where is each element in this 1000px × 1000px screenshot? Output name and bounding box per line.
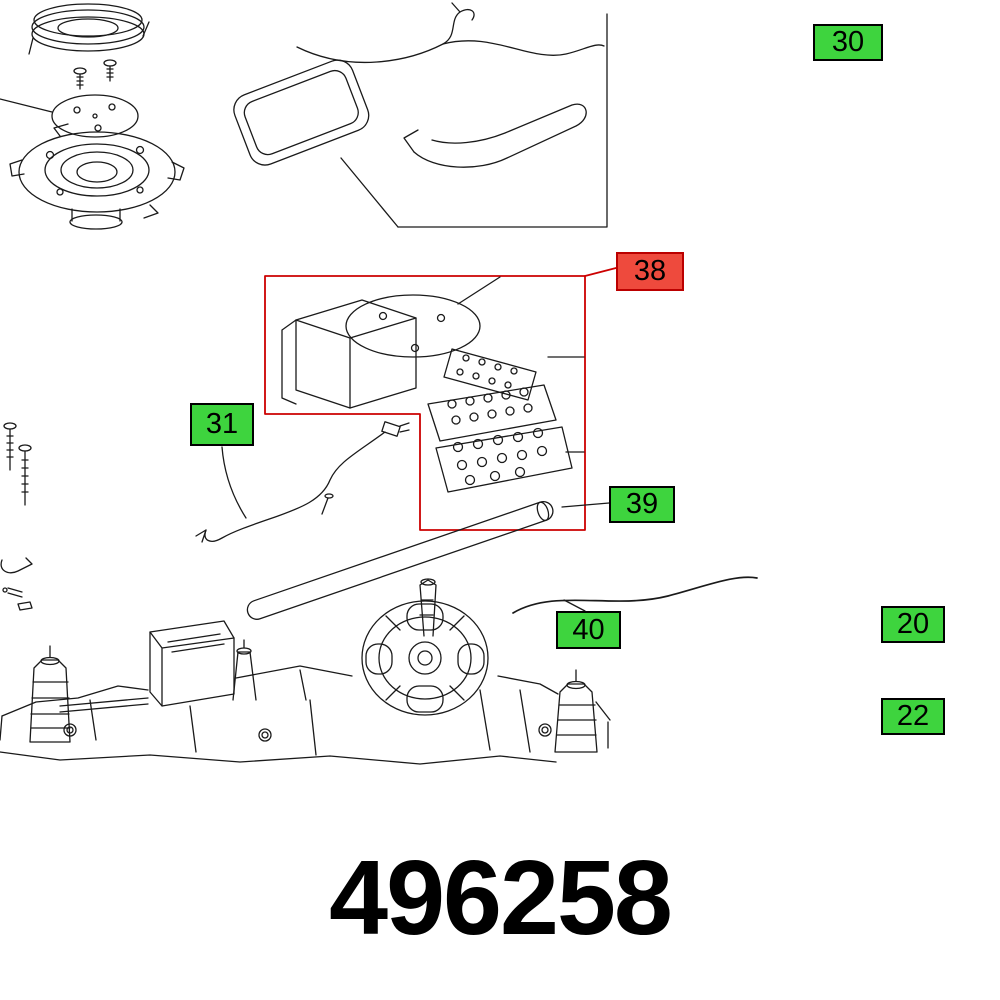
flange-housing-drawing bbox=[10, 124, 184, 229]
callout-31[interactable]: 31 bbox=[190, 403, 254, 446]
coil-ring-drawing bbox=[29, 4, 149, 54]
screws-left-drawing bbox=[4, 423, 31, 505]
roller-pin-drawing bbox=[245, 499, 609, 622]
housing-base-drawing bbox=[0, 579, 610, 764]
selection-outline-38 bbox=[265, 268, 616, 530]
curved-cable-drawing bbox=[513, 577, 757, 613]
callout-40[interactable]: 40 bbox=[556, 611, 621, 649]
part-number: 496258 bbox=[329, 839, 673, 957]
callout-22[interactable]: 22 bbox=[881, 698, 945, 735]
callout-30[interactable]: 30 bbox=[813, 24, 883, 61]
cover-plate-drawing bbox=[0, 95, 138, 137]
cable-drawing bbox=[196, 422, 409, 542]
wire-form-drawing bbox=[297, 3, 607, 227]
callout-20[interactable]: 20 bbox=[881, 606, 945, 643]
gasket-frame-drawing bbox=[229, 55, 373, 169]
screws-top-drawing bbox=[74, 60, 116, 89]
switch-module-drawing bbox=[282, 277, 584, 492]
clip-parts-drawing bbox=[1, 558, 32, 610]
callout-39[interactable]: 39 bbox=[609, 486, 675, 523]
callout-38-selected[interactable]: 38 bbox=[616, 252, 684, 291]
